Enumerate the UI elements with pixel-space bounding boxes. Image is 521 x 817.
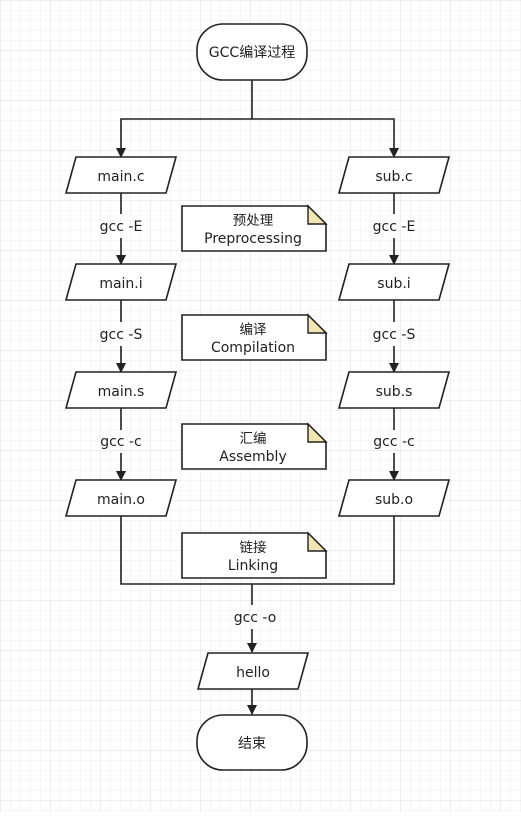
file-node-main-c: main.c [64, 156, 178, 194]
cmd-label-main-s: gcc -S [100, 327, 143, 343]
cmd-label-link: gcc -o [234, 610, 277, 626]
end-label: 结束 [238, 736, 266, 752]
stage-en-linking: Linking [228, 558, 278, 574]
start-split-connector [116, 80, 253, 158]
file-label-main-o: main.o [97, 492, 145, 508]
file-node-sub-c: sub.c [337, 156, 451, 194]
start-split-connector-right [252, 118, 399, 158]
stage-zh-assembly: 汇编 [240, 431, 267, 447]
file-node-hello: hello [196, 652, 310, 690]
stage-en-preprocessing: Preprocessing [204, 231, 302, 247]
stage-en-assembly: Assembly [219, 449, 286, 465]
file-node-main-o: main.o [64, 479, 178, 517]
start-terminator: GCC编译过程 [196, 23, 308, 81]
stage-note-linking: 链接 Linking [181, 531, 328, 579]
stage-en-compilation: Compilation [211, 340, 295, 356]
file-label-sub-o: sub.o [375, 492, 413, 508]
file-node-main-s: main.s [64, 371, 178, 409]
cmd-label-main-c: gcc -c [100, 434, 141, 450]
file-node-sub-s: sub.s [337, 371, 451, 409]
command-labels: gcc -E gcc -S gcc -c gcc -E gcc -S gcc -… [100, 219, 416, 626]
file-node-sub-i: sub.i [337, 263, 451, 301]
stage-zh-preprocessing: 预处理 [233, 213, 274, 229]
file-label-sub-c: sub.c [375, 169, 412, 185]
cmd-label-sub-c: gcc -c [373, 434, 414, 450]
merge-connector [120, 516, 395, 585]
file-label-sub-i: sub.i [377, 276, 410, 292]
file-label-hello: hello [236, 665, 270, 681]
file-label-main-c: main.c [97, 169, 144, 185]
stage-note-compilation: 编译 Compilation [181, 313, 328, 361]
end-terminator: 结束 [196, 714, 308, 771]
cmd-label-sub-s: gcc -S [373, 327, 416, 343]
file-node-main-i: main.i [64, 263, 178, 301]
stage-zh-linking: 链接 [240, 539, 267, 556]
stage-note-preprocessing: 预处理 Preprocessing [181, 204, 328, 252]
stage-zh-compilation: 编译 [240, 322, 267, 338]
cmd-label-main-e: gcc -E [100, 219, 143, 235]
file-label-main-i: main.i [99, 276, 142, 292]
file-label-sub-s: sub.s [376, 384, 413, 400]
file-label-main-s: main.s [98, 384, 145, 400]
cmd-label-sub-e: gcc -E [373, 219, 416, 235]
stage-note-assembly: 汇编 Assembly [181, 422, 328, 470]
start-label: GCC编译过程 [209, 45, 295, 61]
connectors [116, 80, 399, 715]
file-node-sub-o: sub.o [337, 479, 451, 517]
